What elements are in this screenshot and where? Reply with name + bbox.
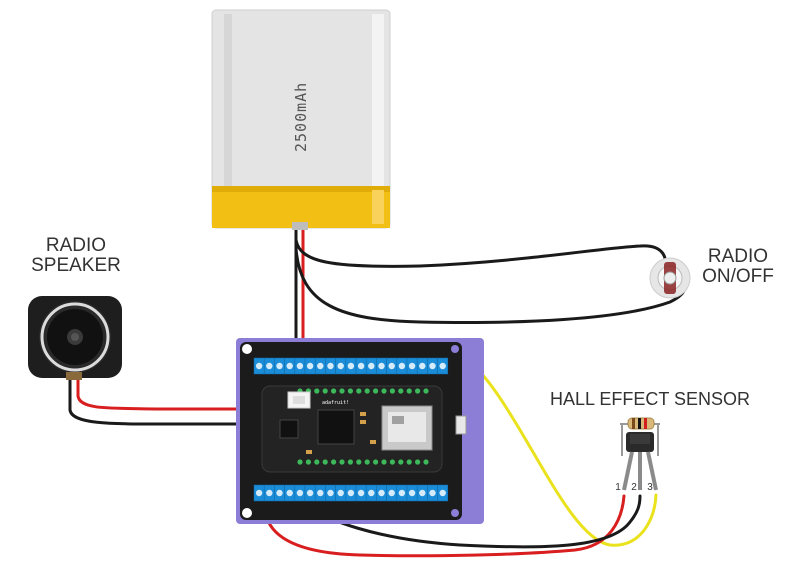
screw-head bbox=[327, 489, 334, 497]
screw-head bbox=[419, 362, 426, 370]
pin-2-label: 2 bbox=[631, 482, 637, 493]
screw-head bbox=[398, 362, 406, 370]
header-hole bbox=[339, 459, 345, 465]
screw-head bbox=[317, 489, 324, 497]
screw-head bbox=[266, 489, 273, 497]
screw-head bbox=[347, 362, 355, 370]
screw-head bbox=[306, 362, 314, 370]
switch-wire-bottom bbox=[294, 246, 686, 324]
screw-head bbox=[388, 362, 395, 370]
speaker bbox=[28, 296, 122, 380]
header-hole bbox=[423, 459, 429, 465]
screw-head bbox=[408, 489, 416, 497]
header-hole bbox=[406, 388, 412, 394]
header-hole bbox=[322, 459, 328, 465]
screw-head bbox=[296, 362, 304, 370]
header-hole bbox=[314, 388, 320, 394]
board-brand-label: adafruit! bbox=[322, 400, 349, 406]
screw-head bbox=[327, 362, 334, 370]
screw-head bbox=[337, 489, 344, 497]
screw-head bbox=[398, 489, 406, 497]
header-hole bbox=[406, 459, 412, 465]
header-hole bbox=[331, 459, 337, 465]
screw-head bbox=[388, 489, 395, 497]
hall-effect-sensor bbox=[620, 417, 660, 491]
main-chip bbox=[317, 409, 355, 445]
screw-head bbox=[429, 362, 436, 370]
battery-yellow-band bbox=[212, 186, 390, 228]
screw-head bbox=[296, 489, 304, 497]
screw-head bbox=[357, 489, 365, 497]
screw-head bbox=[378, 362, 385, 370]
header-hole bbox=[364, 459, 370, 465]
header-hole bbox=[356, 388, 362, 394]
toggle-switch bbox=[649, 257, 691, 299]
header-hole bbox=[381, 459, 387, 465]
header-hole bbox=[398, 459, 404, 465]
screw-head bbox=[378, 489, 385, 497]
speaker-red-wire bbox=[76, 376, 264, 411]
speaker-black-wire bbox=[68, 376, 264, 426]
screw-head bbox=[429, 489, 436, 497]
header-hole bbox=[415, 459, 421, 465]
screw-head bbox=[306, 489, 314, 497]
screw-head bbox=[286, 362, 293, 370]
switch-label-line2: ON/OFF bbox=[702, 266, 774, 287]
sensor-black-wire bbox=[298, 494, 642, 549]
pin-1-label: 1 bbox=[615, 482, 621, 493]
header-hole bbox=[389, 459, 395, 465]
screw-head bbox=[255, 362, 263, 370]
screw-head bbox=[357, 362, 365, 370]
speaker-label-line2: SPEAKER bbox=[31, 255, 121, 276]
switch-wire-top bbox=[294, 238, 667, 272]
header-hole bbox=[423, 388, 429, 394]
screw-head bbox=[337, 362, 344, 370]
header-hole bbox=[373, 459, 379, 465]
header-hole bbox=[347, 388, 353, 394]
header-hole bbox=[389, 388, 395, 394]
header-hole bbox=[339, 388, 345, 394]
screw-head bbox=[368, 489, 375, 497]
header-hole bbox=[347, 459, 353, 465]
switch-label-line1: RADIO bbox=[708, 246, 768, 267]
pin-3-label: 3 bbox=[647, 482, 653, 493]
screw-head bbox=[408, 362, 416, 370]
header-hole bbox=[322, 388, 328, 394]
header-hole bbox=[356, 459, 362, 465]
screw-head bbox=[276, 362, 283, 370]
screw-head bbox=[286, 489, 293, 497]
bottom-terminal-row bbox=[253, 484, 449, 502]
battery-capacity-label: 2500mAh bbox=[292, 82, 310, 152]
sensor-label: HALL EFFECT SENSOR bbox=[550, 389, 750, 409]
screw-head bbox=[317, 362, 324, 370]
header-holes bbox=[297, 388, 429, 465]
header-hole bbox=[314, 459, 320, 465]
screw-head bbox=[347, 489, 355, 497]
header-hole bbox=[398, 388, 404, 394]
header-hole bbox=[373, 388, 379, 394]
screw-head bbox=[255, 489, 263, 497]
header-hole bbox=[305, 459, 311, 465]
header-hole bbox=[415, 388, 421, 394]
header-hole bbox=[364, 388, 370, 394]
screw-head bbox=[419, 489, 426, 497]
top-terminal-row bbox=[253, 357, 449, 375]
screw-head bbox=[439, 489, 446, 497]
screw-head bbox=[266, 362, 273, 370]
screw-head bbox=[276, 489, 283, 497]
feather-wing-board: adafruit! bbox=[236, 338, 484, 524]
header-hole bbox=[297, 459, 303, 465]
screw-head bbox=[439, 362, 446, 370]
speaker-label-line1: RADIO bbox=[46, 235, 106, 256]
battery: 2500mAh bbox=[211, 9, 391, 230]
header-hole bbox=[381, 388, 387, 394]
screw-head bbox=[368, 362, 375, 370]
header-hole bbox=[331, 388, 337, 394]
